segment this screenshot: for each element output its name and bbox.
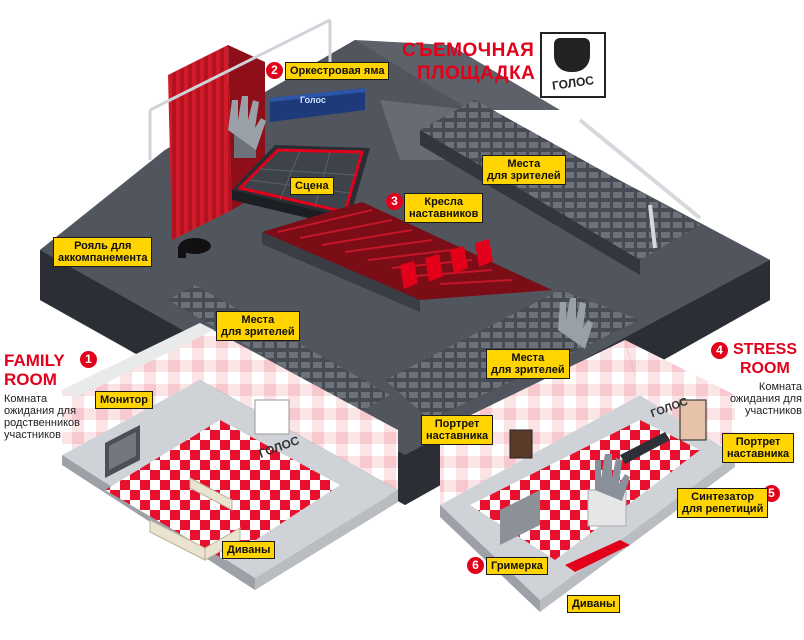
stress-room-description: Комната ожидания для участников: [730, 381, 802, 417]
label-portrait-left: Портрет наставника: [421, 415, 494, 445]
label-portrait-right: Портрет наставника: [722, 433, 795, 463]
stress-room-desc-line1: Комната: [758, 381, 802, 393]
label-seats-top: Места для зрителей: [482, 155, 566, 185]
label-piano: Рояль для аккомпанемента: [53, 237, 153, 267]
family-room-heading-line1: FAMILY: [4, 351, 65, 370]
golos-logo: ГОЛОС: [540, 32, 606, 98]
number-badge-4: 4: [711, 342, 728, 359]
label-seats-top-line1: Места: [507, 158, 541, 170]
label-piano-line2: аккомпанемента: [58, 252, 148, 264]
label-seats-left-line1: Места: [241, 314, 275, 326]
red-stairs: [262, 202, 552, 312]
label-seats-top-line2: для зрителей: [487, 170, 561, 182]
number-badge-3: 3: [386, 193, 403, 210]
hand-statue-stage: [228, 96, 266, 158]
family-room-description: Комната ожидания для родственников участ…: [4, 393, 80, 441]
label-portrait-right-line2: наставника: [727, 448, 790, 460]
number-badge-1: 1: [80, 351, 97, 368]
label-sofas-stress: Диваны: [567, 595, 621, 613]
stress-room-heading-line2: ROOM: [740, 360, 790, 377]
main-title-line1: СЪЕМОЧНАЯ: [402, 40, 535, 61]
label-orchestra-pit: Оркестровая яма: [285, 62, 390, 80]
family-room-desc-line3: родственников: [4, 417, 80, 429]
family-room: [62, 323, 398, 590]
main-title-line2: ПЛОЩАДКА: [417, 63, 536, 84]
label-synth: Синтезатор для репетиций: [677, 488, 769, 518]
label-seats-right: Места для зрителей: [486, 349, 570, 379]
label-sofas-family: Диваны: [222, 541, 276, 559]
stage-screen-text: Голос: [300, 95, 326, 105]
label-monitor: Монитор: [95, 391, 153, 409]
label-portrait-left-line1: Портрет: [434, 418, 480, 430]
label-seats-right-line2: для зрителей: [491, 364, 565, 376]
family-room-desc-line1: Комната: [4, 393, 48, 405]
label-seats-left: Места для зрителей: [216, 311, 300, 341]
golos-logo-hand-icon: [554, 38, 590, 72]
piano: [178, 238, 211, 258]
stress-room-desc-line3: участников: [744, 405, 802, 417]
stress-room-desc-line2: ожидания для: [729, 393, 802, 405]
label-seats-right-line1: Места: [511, 352, 545, 364]
label-mentor-chairs-line1: Кресла: [424, 196, 464, 208]
family-room-desc-line4: участников: [4, 429, 62, 441]
family-room-heading-line2: ROOM: [4, 370, 57, 389]
label-seats-left-line2: для зрителей: [221, 326, 295, 338]
hand-statue-right: [558, 298, 593, 349]
family-room-desc-line2: ожидания для: [4, 405, 77, 417]
label-stage: Сцена: [290, 177, 334, 195]
number-badge-2: 2: [266, 62, 283, 79]
label-makeup: Гримерка: [486, 557, 548, 575]
stage-screen: [270, 88, 365, 122]
label-mentor-chairs-line2: наставников: [409, 208, 479, 220]
label-synth-line1: Синтезатор: [691, 491, 755, 503]
label-synth-line2: для репетиций: [682, 503, 764, 515]
camera-crane: [578, 118, 702, 249]
label-portrait-left-line2: наставника: [426, 430, 489, 442]
label-mentor-chairs: Кресла наставников: [404, 193, 484, 223]
number-badge-6: 6: [467, 557, 484, 574]
mentor-chairs: [400, 239, 493, 289]
stress-room-heading-line1: STRESS: [733, 341, 798, 358]
label-portrait-right-line1: Портрет: [735, 436, 781, 448]
golos-logo-text: ГОЛОС: [551, 73, 595, 93]
label-piano-line1: Рояль для: [74, 240, 132, 252]
stress-room: [440, 340, 735, 612]
